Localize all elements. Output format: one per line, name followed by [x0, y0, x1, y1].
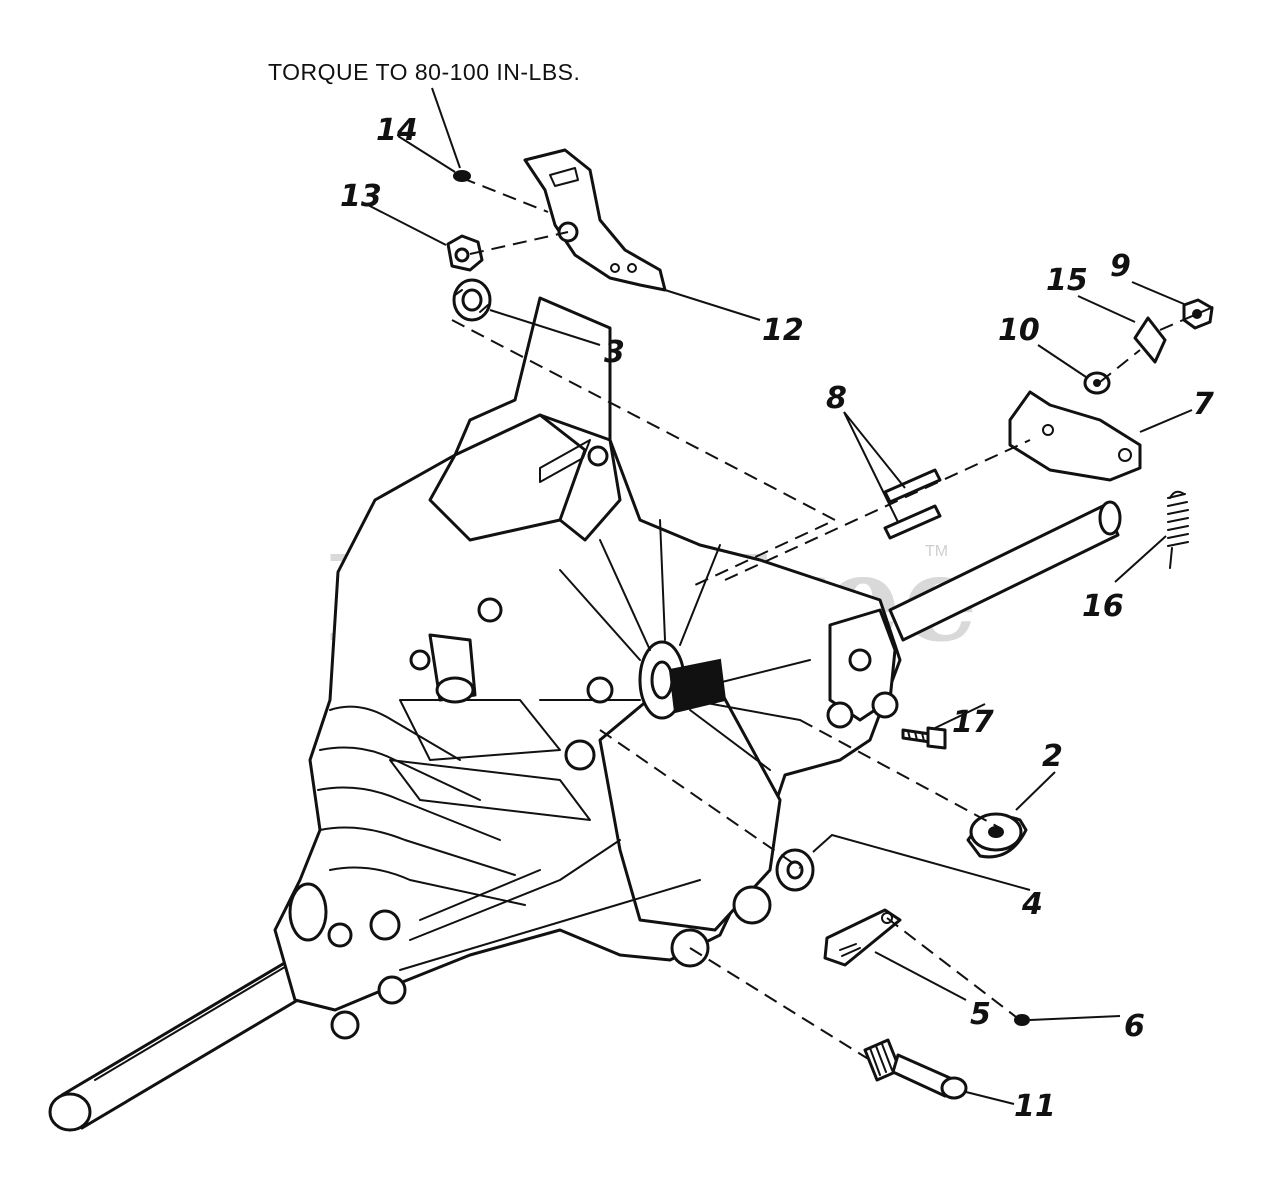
- part-11-fitting: [863, 1038, 968, 1100]
- part-12-bracket: [523, 148, 667, 292]
- callout-6: 6: [1124, 1009, 1145, 1044]
- part-9-nut: [1182, 298, 1214, 330]
- callout-leader: [1015, 771, 1056, 811]
- part-8-pins: [883, 468, 942, 540]
- callout-8: 8: [826, 381, 847, 416]
- transaxle-assembly: [48, 148, 1221, 1132]
- part-2-washer: [966, 812, 1028, 859]
- callout-leader: [965, 1091, 1015, 1105]
- callout-leader: [843, 411, 906, 523]
- callout-leader: [812, 833, 1031, 891]
- callout-leader: [664, 289, 761, 321]
- callout-9: 9: [1110, 249, 1131, 284]
- callout-leader: [1029, 1015, 1121, 1021]
- callout-16: 16: [1082, 589, 1124, 624]
- callout-10: 10: [998, 313, 1040, 348]
- part-14-screw: [453, 170, 471, 182]
- part-10-washer: [1083, 371, 1111, 395]
- part-17-bolt: [901, 726, 947, 750]
- part-4-washer: [775, 848, 815, 892]
- callouts: 14 13 12 3 9 15 10 8 7 16 17 2 4 5 6 11: [340, 113, 1214, 1124]
- callout-7: 7: [1193, 387, 1214, 422]
- callout-12: 12: [762, 313, 804, 348]
- callout-leader: [1139, 409, 1193, 433]
- callout-17: 17: [952, 705, 994, 740]
- callout-leader: [874, 951, 967, 1001]
- callout-2: 2: [1042, 739, 1063, 774]
- torque-note: TORQUE TO 80-100 IN-LBS.: [268, 59, 580, 85]
- torque-note-leader: [431, 87, 461, 169]
- left-axle: [48, 953, 320, 1132]
- part-5-plate: [823, 908, 902, 967]
- callout-11: 11: [1014, 1089, 1056, 1124]
- callout-leader: [1037, 344, 1087, 378]
- callout-leader: [489, 309, 601, 346]
- trademark-text: TM: [925, 543, 948, 560]
- callout-leader: [1131, 281, 1185, 305]
- part-6-pin: [1014, 1014, 1030, 1026]
- part-7-bracket: [1008, 390, 1142, 482]
- part-16-spring: [1167, 490, 1189, 569]
- assembly-lines: [451, 177, 1221, 1061]
- callout-leader: [397, 135, 456, 173]
- callout-13: 13: [340, 179, 382, 214]
- callout-5: 5: [970, 997, 991, 1032]
- part-3-bearing: [452, 278, 492, 322]
- callout-leader: [1114, 535, 1167, 583]
- part-13-nut: [446, 234, 484, 272]
- part-15-clip: [1133, 316, 1167, 364]
- callout-leader: [1077, 295, 1136, 323]
- callout-15: 15: [1046, 263, 1088, 298]
- callout-leader: [934, 703, 986, 729]
- callout-14: 14: [376, 113, 418, 148]
- transaxle-housing: [273, 296, 902, 1040]
- right-axle: [888, 500, 1122, 642]
- callout-leader: [365, 203, 447, 246]
- callout-4: 4: [1021, 887, 1043, 922]
- callout-3: 3: [604, 335, 625, 370]
